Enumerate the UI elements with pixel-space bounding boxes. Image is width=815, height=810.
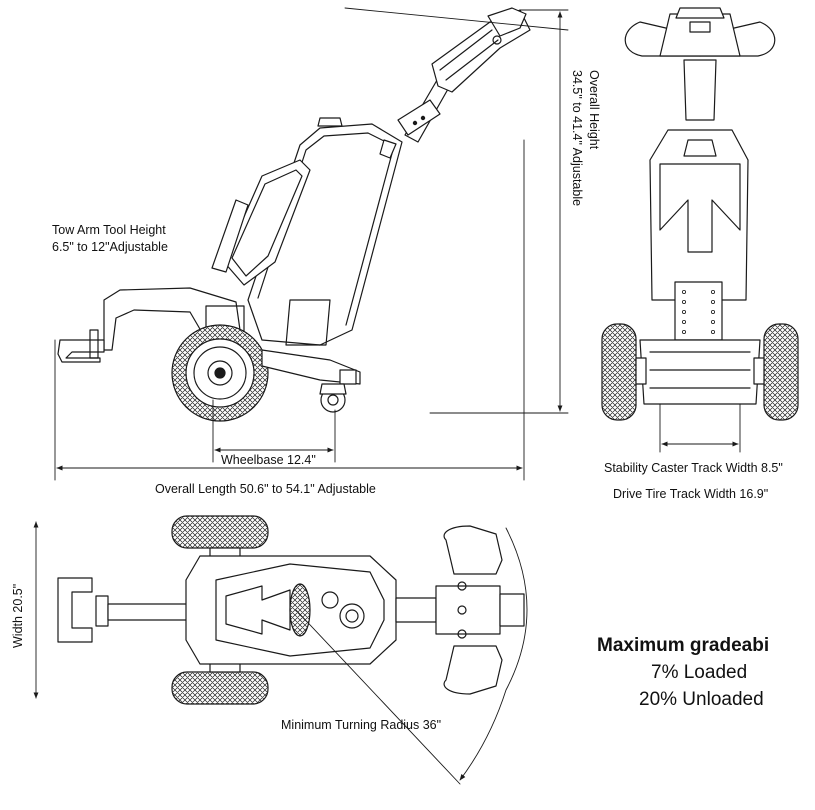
- tow-arm-title: Tow Arm Tool Height: [52, 223, 166, 237]
- front-dimensions: [659, 403, 741, 453]
- side-body: [211, 117, 403, 346]
- front-handle: [624, 7, 776, 121]
- top-tow-arm: [57, 577, 205, 643]
- tow-arm-range: 6.5" to 12"Adjustable: [52, 240, 168, 254]
- top-view: [33, 515, 528, 785]
- wheelbase-label: Wheelbase 12.4": [221, 453, 316, 467]
- gradeability-unloaded: 20% Unloaded: [639, 689, 764, 710]
- overall-height-range: 34.5" to 41.4" Adjustable: [570, 70, 584, 207]
- gradeability-loaded: 7% Loaded: [651, 662, 748, 683]
- top-handle: [395, 525, 525, 695]
- side-view: [54, 7, 569, 481]
- overall-length-label: Overall Length 50.6" to 54.1" Adjustable: [155, 482, 376, 496]
- side-drive-wheel: [171, 324, 269, 422]
- overall-height-title: Overall Height: [587, 70, 601, 150]
- front-body: [639, 129, 761, 405]
- caster-track-label: Stability Caster Track Width 8.5": [604, 461, 783, 475]
- side-dimensions: [54, 7, 569, 481]
- side-caster: [261, 349, 361, 413]
- top-dimensions: [33, 521, 528, 785]
- top-body: [185, 555, 397, 665]
- top-wheels: [171, 515, 269, 705]
- drive-track-label: Drive Tire Track Width 16.9": [613, 487, 769, 501]
- side-handle: [397, 7, 531, 143]
- width-label: Width 20.5": [11, 583, 25, 648]
- front-view: [601, 7, 799, 453]
- turning-radius-label: Minimum Turning Radius 36": [281, 718, 442, 732]
- gradeability-title: Maximum gradeabi: [597, 635, 770, 656]
- front-wheels: [601, 323, 799, 421]
